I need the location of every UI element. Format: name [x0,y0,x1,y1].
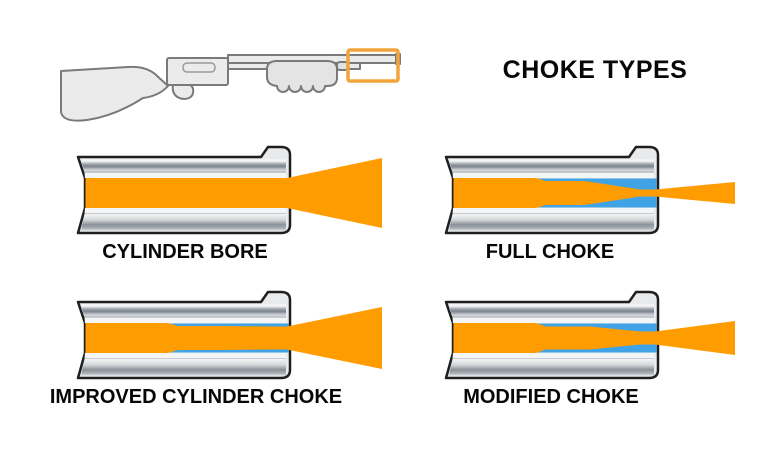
barrel-bottom-liner-edge [452,213,654,215]
shot-column [85,178,289,208]
page-title: CHOKE TYPES [502,56,688,84]
shot-spread-cone [287,158,382,228]
shot-spread-cone [655,182,735,204]
muzzle-highlight-box [346,48,400,83]
choke-diagram-full-choke [444,145,735,235]
barrel-bottom-liner [452,353,654,359]
barrel-bottom-liner-edge [84,213,286,215]
shotgun-ejection-port [182,62,216,73]
label-full-choke: FULL CHOKE [485,241,615,263]
barrel-top-band [449,304,654,317]
label-cylinder-bore: CYLINDER BORE [102,241,268,263]
shotgun-pump-forend [266,60,338,93]
shotgun-stock [60,65,169,122]
shotgun-illustration [60,48,401,122]
barrel-bottom-liner [452,208,654,214]
barrel-top-liner [452,317,654,323]
barrel-bottom-band [449,359,654,376]
barrel-top-liner [84,172,286,178]
label-modified-choke: MODIFIED CHOKE [463,386,639,408]
shotgun-trigger-guard [171,84,195,100]
barrel-top-liner [84,317,286,323]
shot-column [453,178,657,208]
choke-diagram-modified-choke [444,290,735,380]
barrel-top-liner-edge [84,316,286,318]
barrel-bottom-band [81,214,286,231]
barrel-bottom-band [81,359,286,376]
barrel-bottom-liner [84,208,286,214]
barrel-bottom-liner-edge [84,358,286,360]
barrel-top-liner-edge [84,171,286,173]
barrel-top-liner-edge [452,316,654,318]
shot-spread-cone [287,307,382,369]
barrel-top-band [449,159,654,172]
barrel-bottom-liner [84,353,286,359]
shot-column [85,323,289,353]
barrel-bottom-band [449,214,654,231]
shot-spread-cone [655,321,735,355]
label-improved-cylinder-choke: IMPROVED CYLINDER CHOKE [49,386,343,408]
choke-diagram-improved-cylinder-choke [76,290,382,380]
barrel-top-liner [452,172,654,178]
choke-diagram-cylinder-bore [76,145,382,235]
barrel-top-liner-edge [452,171,654,173]
barrel-top-band [81,159,286,172]
barrel-bottom-liner-edge [452,358,654,360]
barrel-top-band [81,304,286,317]
shot-column [453,323,657,353]
